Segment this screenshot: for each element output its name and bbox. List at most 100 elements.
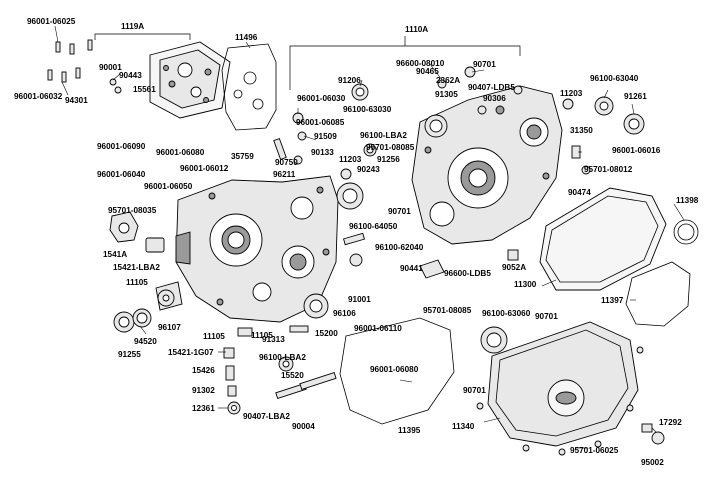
part-label: 11397 [601, 296, 624, 305]
part-label: 96100-63040 [590, 74, 639, 83]
center-bearings [278, 66, 645, 372]
part-label: 91305 [435, 90, 458, 99]
part-label: 15426 [192, 366, 215, 375]
part-label: 91001 [348, 295, 371, 304]
part-label: 90243 [357, 165, 380, 174]
part-label: 90004 [292, 422, 315, 431]
part-label: 95701-06025 [570, 446, 619, 455]
part-label: 90750 [275, 158, 298, 167]
part-label: 91313 [262, 335, 285, 344]
part-label: 96001-06016 [612, 146, 661, 155]
part-label: 9052A [502, 263, 526, 272]
part-label: 96100-64050 [349, 222, 398, 231]
leader-lines [54, 25, 685, 449]
part-label: 96001-06085 [296, 118, 345, 127]
part-label: 95701-08012 [584, 165, 633, 174]
part-label: 96106 [333, 309, 356, 318]
part-label: 91206 [338, 76, 361, 85]
part-label: 11496 [235, 33, 258, 42]
part-label: 35759 [231, 152, 254, 161]
part-label: 96100-63060 [482, 309, 531, 318]
part-label: 1119A [121, 22, 144, 31]
transmission-cover-11300 [539, 187, 667, 291]
part-label: 91302 [192, 386, 215, 395]
left-crankcase [175, 175, 339, 323]
part-label: 90001 [99, 63, 122, 72]
part-label: 11105 [251, 331, 273, 340]
part-label: 90701 [388, 207, 411, 216]
part-label: 90133 [311, 148, 334, 157]
part-label: 96001-06110 [354, 324, 402, 333]
part-label: 1541A [103, 250, 127, 259]
part-label: 90443 [119, 71, 142, 80]
part-label: 17292 [659, 418, 682, 427]
part-label: 96100-LBA2 [259, 353, 306, 362]
right-crankcase [411, 85, 563, 245]
part-label: 11105 [126, 278, 148, 287]
part-label: 31350 [570, 126, 593, 135]
clutch-cover-11340 [487, 321, 639, 447]
part-label: 91261 [624, 92, 647, 101]
part-label: 96001-06050 [144, 182, 193, 191]
part-label: 94301 [65, 96, 88, 105]
part-label: 96001-06080 [370, 365, 419, 374]
pump-gasket [221, 43, 277, 131]
part-label: 15520 [281, 371, 304, 380]
part-label: 90701 [473, 60, 496, 69]
part-label: 95002 [641, 458, 664, 467]
part-label: 96100-63030 [343, 105, 392, 114]
part-label: 96001-06012 [180, 164, 229, 173]
part-label: 15421-LBA2 [113, 263, 160, 272]
part-label: 96001-06080 [156, 148, 205, 157]
part-label: 11105 [203, 332, 225, 341]
part-label: 15200 [315, 329, 338, 338]
part-label: 91256 [377, 155, 400, 164]
part-label: 11395 [398, 426, 421, 435]
part-label: 96100-LBA2 [360, 131, 407, 140]
group-brackets [94, 33, 521, 90]
gasket-11397 [625, 261, 691, 327]
part-label: 96211 [273, 170, 296, 179]
part-label: 90441 [400, 264, 423, 273]
part-label: 90407-LDB5 [468, 83, 515, 92]
part-label: 11398 [676, 196, 699, 205]
cover-gasket-11395 [339, 317, 455, 425]
part-label: 96100-62040 [375, 243, 424, 252]
part-label: 2362A [436, 76, 460, 85]
part-label: 90306 [483, 94, 506, 103]
gasket-11398 [673, 219, 699, 245]
part-label: 90701 [535, 312, 558, 321]
part-label: 95701-08085 [366, 143, 415, 152]
small-bolts-upper-left [47, 39, 122, 94]
part-label: 15421-1G07 [168, 348, 214, 357]
part-label: 94520 [134, 337, 157, 346]
part-label: 90465 [416, 67, 439, 76]
part-label: 11300 [514, 280, 537, 289]
part-label: 96001-06025 [27, 17, 76, 26]
part-label: 96001-06032 [14, 92, 63, 101]
part-label: 91255 [118, 350, 141, 359]
part-label: 96107 [158, 323, 181, 332]
left-lower-parts [109, 211, 337, 415]
part-label: 15561 [133, 85, 156, 94]
part-label: 96001-06030 [297, 94, 346, 103]
part-label: 96600-08010 [396, 59, 445, 68]
part-label: 96001-06040 [97, 170, 146, 179]
part-label: 12361 [192, 404, 215, 413]
part-label: 96001-06090 [97, 142, 146, 151]
part-label: 96600-LDB5 [444, 269, 491, 278]
part-label: 95701-08035 [108, 206, 157, 215]
part-label: 91509 [314, 132, 337, 141]
part-label: 90474 [568, 188, 591, 197]
oil-pump-cover [149, 41, 231, 119]
part-label: 11203 [339, 155, 362, 164]
part-label: 1110A [405, 25, 428, 34]
part-label: 95701-08085 [423, 306, 472, 315]
part-label: 11340 [452, 422, 475, 431]
part-number-labels: 96001-06025 1119A 11496 1110A 96600-0801… [14, 17, 699, 467]
misc-small-parts [273, 138, 665, 456]
part-label: 11203 [560, 89, 583, 98]
part-label: 90701 [463, 386, 486, 395]
part-label: 90407-LBA2 [243, 412, 290, 421]
